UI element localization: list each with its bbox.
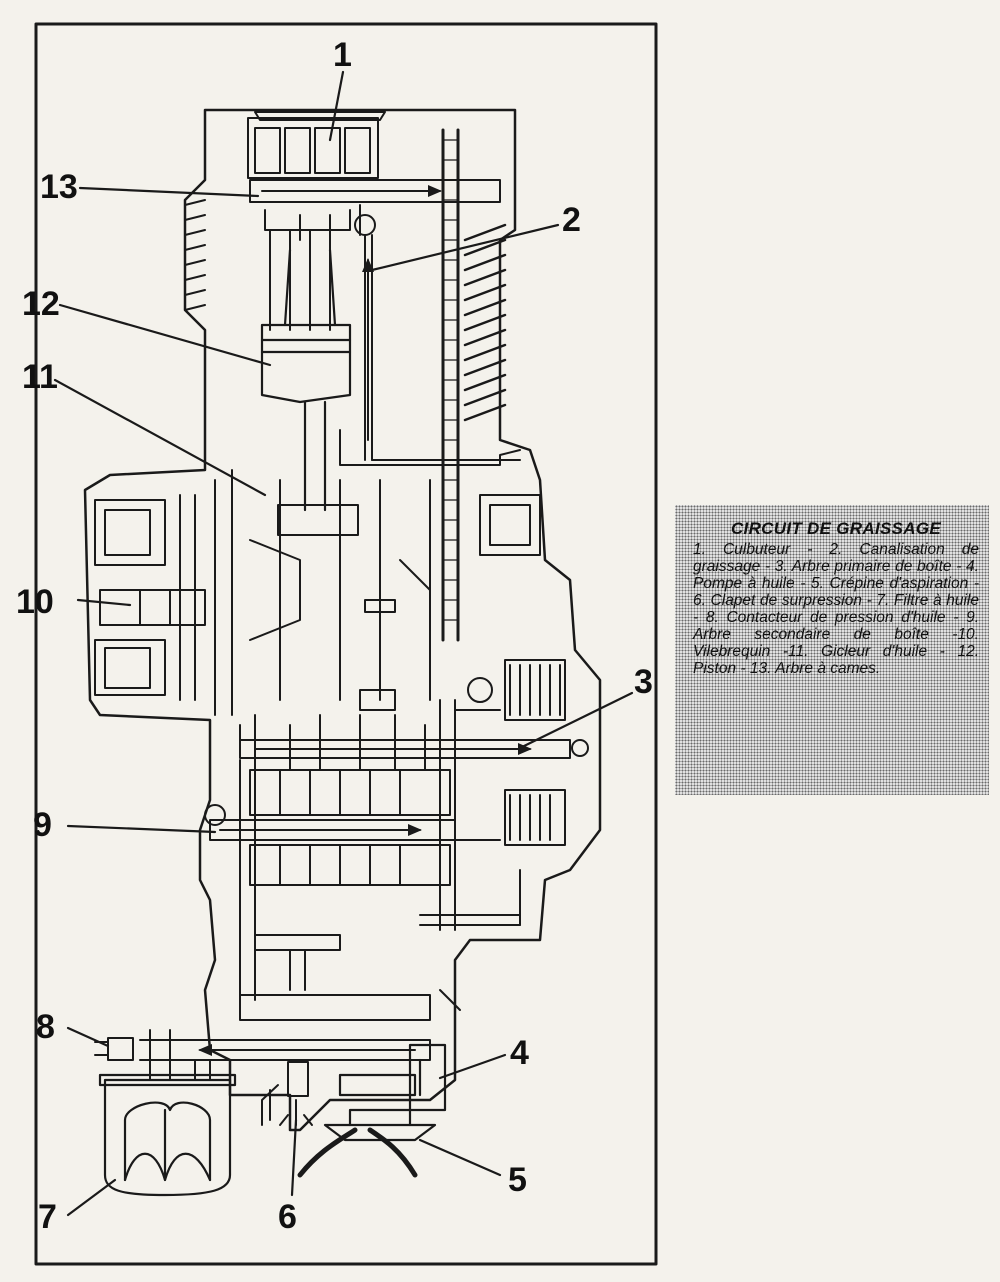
leader-lines bbox=[53, 70, 634, 1217]
engine-casing-outline bbox=[83, 108, 602, 1132]
gearbox-gears bbox=[249, 699, 501, 931]
pressure-switch bbox=[94, 1037, 134, 1061]
callout-13-camshaft: 13 bbox=[40, 168, 78, 206]
oil-strainer bbox=[297, 1108, 437, 1178]
caption-body: 1. Culbuteur - 2. Canalisation de graiss… bbox=[693, 541, 979, 677]
callout-8-pressure-switch: 8 bbox=[36, 1008, 55, 1046]
valve-stems bbox=[264, 209, 376, 331]
callout-11-oil-jet: 11 bbox=[22, 358, 58, 396]
oil-pump bbox=[338, 1043, 447, 1112]
frame-border bbox=[34, 22, 658, 1266]
piston bbox=[260, 248, 352, 512]
legend-caption-box: CIRCUIT DE GRAISSAGE 1. Culbuteur - 2. C… bbox=[675, 505, 989, 795]
timing-chain bbox=[441, 128, 460, 642]
primary-shaft bbox=[239, 714, 589, 771]
callout-4-oil-pump: 4 bbox=[510, 1034, 529, 1072]
callout-6-relief-valve: 6 bbox=[278, 1198, 297, 1236]
callout-12-piston: 12 bbox=[22, 285, 60, 323]
camshaft bbox=[249, 179, 501, 241]
cylinder-head bbox=[247, 111, 386, 179]
right-cooling-fins bbox=[463, 223, 507, 422]
oil-line-2 bbox=[339, 234, 521, 466]
filter-feed-lines bbox=[139, 1029, 431, 1081]
callout-5-strainer: 5 bbox=[508, 1161, 527, 1199]
callout-1-rocker: 1 bbox=[333, 36, 352, 74]
callout-3-primary-shaft: 3 bbox=[634, 663, 653, 701]
alternator-rotor bbox=[94, 494, 196, 701]
left-cooling-fins bbox=[184, 199, 206, 311]
callout-10-crankshaft: 10 bbox=[16, 583, 54, 621]
lower-oil-galleries bbox=[239, 759, 521, 1021]
relief-valve bbox=[261, 1061, 313, 1126]
callout-9-secondary-shaft: 9 bbox=[33, 806, 52, 844]
callout-2-oil-line: 2 bbox=[562, 201, 581, 239]
oil-filter-housing bbox=[98, 1073, 237, 1197]
callout-7-oil-filter: 7 bbox=[38, 1198, 57, 1236]
crankshaft-assembly bbox=[99, 469, 431, 716]
secondary-shaft bbox=[204, 804, 456, 841]
clutch-assembly bbox=[467, 494, 566, 846]
caption-title: CIRCUIT DE GRAISSAGE bbox=[730, 519, 942, 538]
